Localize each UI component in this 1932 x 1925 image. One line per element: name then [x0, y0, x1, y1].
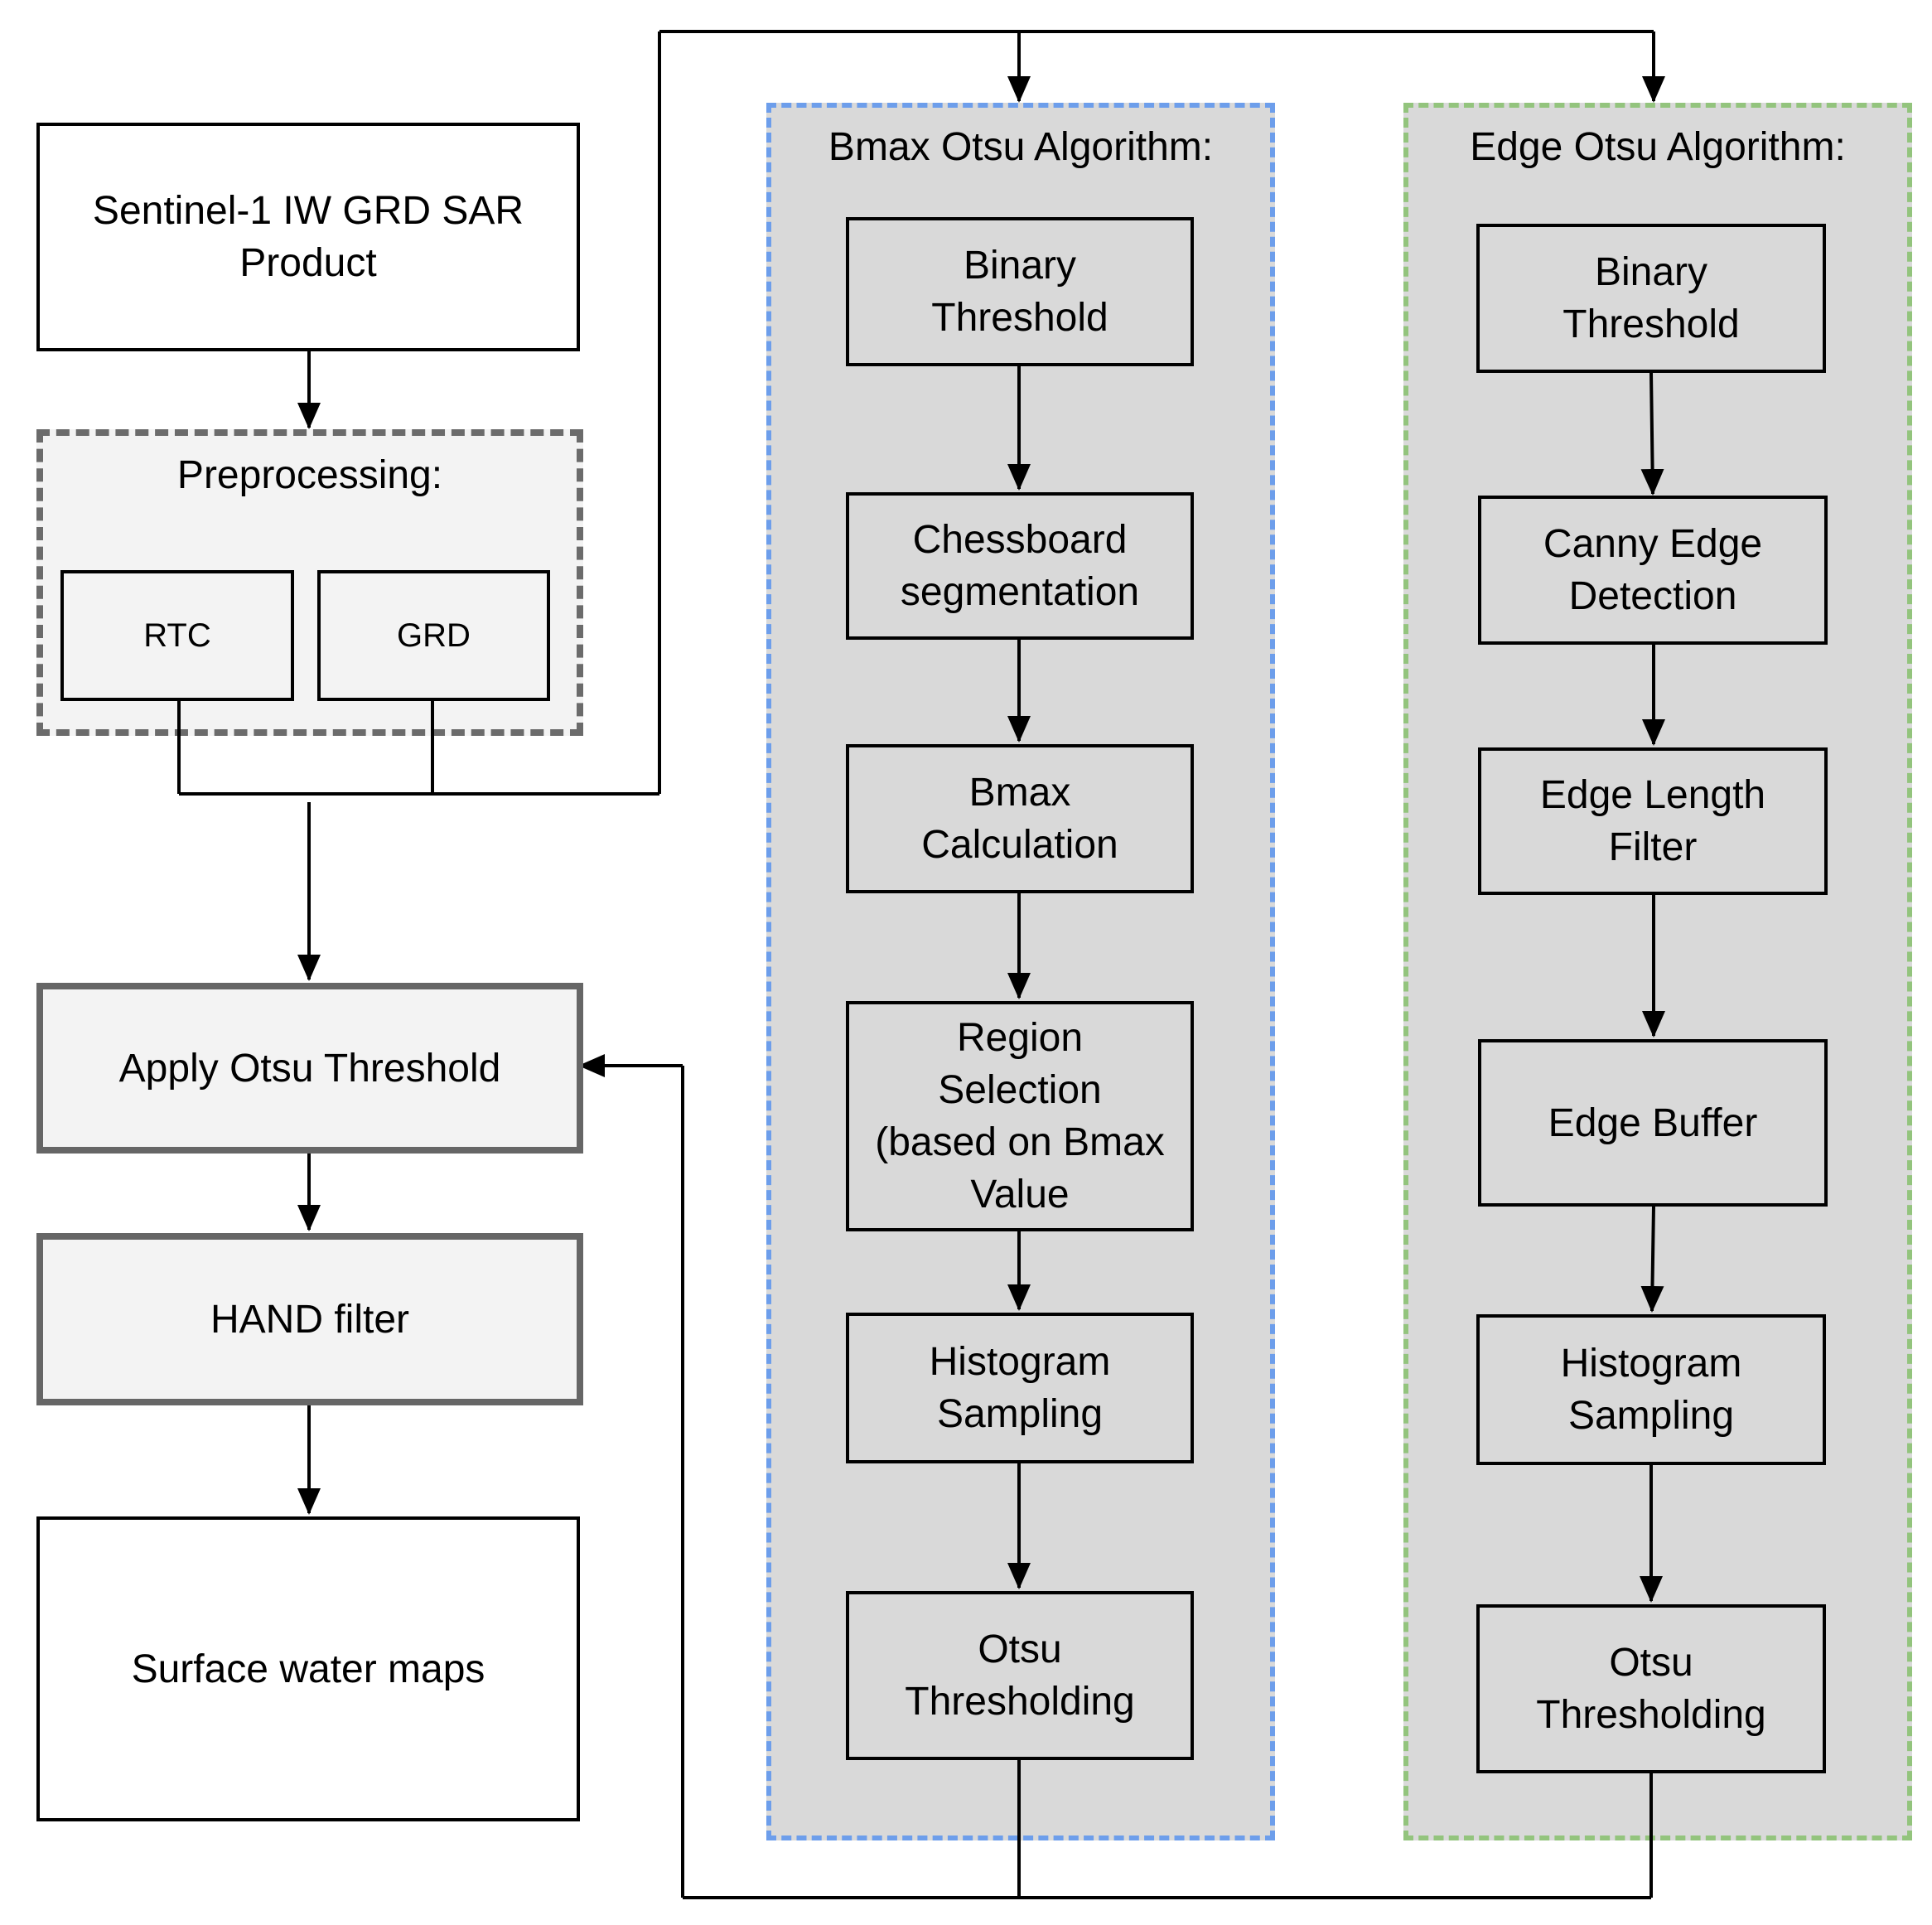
edge-step-histogram-sampling: Histogram Sampling — [1476, 1314, 1826, 1465]
edge-step-edge-length-filter: Edge Length Filter — [1478, 747, 1828, 895]
bmax-otsu-title: Bmax Otsu Algorithm: — [828, 125, 1214, 169]
grd-box: GRD — [317, 570, 550, 701]
edge-step-edge-buffer: Edge Buffer — [1478, 1039, 1828, 1207]
bmax-step-chessboard-segmentation: Chessboard segmentation — [846, 492, 1194, 640]
bmax-step-otsu-thresholding: Otsu Thresholding — [846, 1591, 1194, 1760]
bmax-step-histogram-sampling: Histogram Sampling — [846, 1313, 1194, 1463]
sentinel-source-box: Sentinel-1 IW GRD SAR Product — [36, 123, 580, 351]
edge-step-binary-threshold: Binary Threshold — [1476, 224, 1826, 373]
edge-otsu-title: Edge Otsu Algorithm: — [1470, 125, 1846, 169]
edge-step-otsu-thresholding: Otsu Thresholding — [1476, 1604, 1826, 1773]
bmax-step-binary-threshold: Binary Threshold — [846, 217, 1194, 366]
edge-step-canny-edge-detection: Canny Edge Detection — [1478, 496, 1828, 645]
edge-otsu-group — [1403, 103, 1912, 1840]
apply-otsu-threshold-box: Apply Otsu Threshold — [36, 983, 583, 1154]
preprocessing-title: Preprocessing: — [176, 453, 443, 497]
bmax-step-bmax-calculation: Bmax Calculation — [846, 744, 1194, 893]
surface-water-maps-box: Surface water maps — [36, 1516, 580, 1821]
rtc-box: RTC — [60, 570, 294, 701]
hand-filter-box: HAND filter — [36, 1233, 583, 1405]
bmax-step-region-selection: Region Selection (based on Bmax Value — [846, 1001, 1194, 1231]
